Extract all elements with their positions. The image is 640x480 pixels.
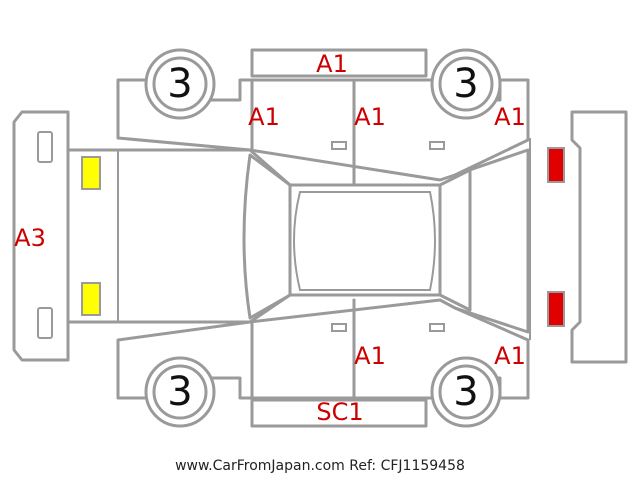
bottom-handle-rear	[429, 323, 445, 332]
hood-outline	[66, 148, 292, 324]
wheel-front-bottom-label: 3	[167, 369, 192, 415]
rear-deck	[453, 148, 530, 334]
code-bottom-panel: SC1	[316, 398, 363, 426]
wheel-rear-bottom: 3	[430, 356, 502, 428]
roof-inner	[293, 191, 436, 291]
rear-window	[438, 168, 472, 312]
wheel-rear-bottom-label: 3	[453, 369, 478, 415]
top-handle-front	[331, 141, 347, 150]
front-bumper-slot-bottom	[37, 307, 53, 339]
code-top-panel: A1	[316, 50, 348, 78]
bottom-handle-front	[331, 323, 347, 332]
windshield	[242, 153, 292, 320]
footer-reference: www.CarFromJapan.com Ref: CFJ1159458	[175, 458, 465, 474]
roof	[288, 183, 442, 297]
code-rear-door-bottom: A1	[354, 342, 386, 370]
code-rear-quarter-top: A1	[494, 103, 526, 131]
wheel-front-top-label: 3	[167, 61, 192, 107]
top-roof-panel	[250, 48, 428, 78]
wheel-rear-top: 3	[430, 48, 502, 120]
rear-light-top	[547, 147, 565, 183]
front-bumper	[12, 110, 70, 362]
front-light-left	[81, 156, 101, 190]
top-handle-rear	[429, 141, 445, 150]
wheel-rear-top-label: 3	[453, 61, 478, 107]
code-front-door-top: A1	[248, 103, 280, 131]
rear-light-bottom	[547, 291, 565, 327]
front-light-right	[81, 282, 101, 316]
front-bumper-slot-top	[37, 131, 53, 163]
wheel-front-top: 3	[144, 48, 216, 120]
wheel-front-bottom: 3	[144, 356, 216, 428]
code-front-bumper: A3	[14, 224, 46, 252]
bottom-sill-panel	[250, 398, 428, 428]
code-rear-quarter-bottom: A1	[494, 342, 526, 370]
code-rear-door-top: A1	[354, 103, 386, 131]
rear-bumper	[570, 110, 628, 364]
